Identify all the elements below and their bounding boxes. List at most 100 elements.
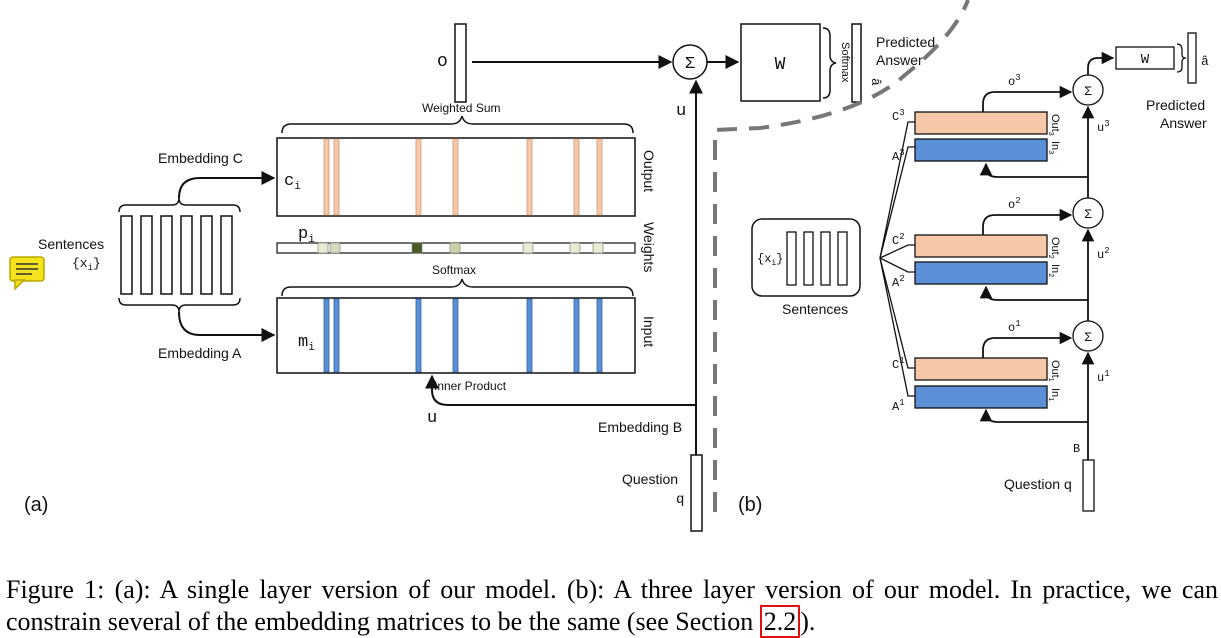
- question-label: Question: [622, 471, 678, 487]
- caption-text-end: ).: [800, 607, 816, 636]
- embedding-a-label: Embedding A: [158, 345, 242, 361]
- o-label: o: [437, 52, 448, 72]
- layer-2-out-label: Out2: [1047, 237, 1061, 259]
- layer-3-input-block: [914, 138, 1048, 162]
- caption-text: Figure 1: (a): A single layer version of…: [6, 575, 1218, 636]
- sum-symbol: Σ: [685, 55, 695, 74]
- layer-2-o-label: o2: [1008, 196, 1021, 212]
- layer-1-u-label: u1: [1097, 369, 1110, 385]
- layer-2-input-block: [914, 261, 1048, 285]
- panel-a-label: (a): [24, 494, 48, 516]
- layer-2: C2 A2 Out2 In2 o2 Σ u2: [892, 196, 1110, 290]
- input-side-label: Input: [641, 316, 657, 347]
- sentences-symbol-b: {xi}: [757, 252, 783, 268]
- sentence-vectors: [120, 215, 233, 295]
- weighted-sum-brace: [281, 115, 634, 134]
- w-label: W: [775, 55, 786, 75]
- embedding-c-label: Embedding C: [158, 150, 243, 166]
- p-i-label: pi: [298, 225, 315, 246]
- section-reference-link[interactable]: 2.2: [759, 605, 801, 638]
- output-side-label: Output: [641, 150, 657, 192]
- layer-3-out-label: Out3: [1047, 114, 1061, 136]
- sentences-fan-lines: [879, 121, 915, 397]
- panel-b-label: (b): [738, 494, 762, 516]
- b-label: B: [1073, 442, 1080, 456]
- input-memory-slots: [323, 298, 603, 373]
- panel-b: (b) {xi} Sentences C3 A3 Out3 In3: [738, 32, 1209, 516]
- layer-3-in-label: In3: [1047, 141, 1061, 154]
- layer-1-in-label: In1: [1047, 388, 1061, 401]
- output-memory-slots: [323, 138, 603, 216]
- output-softmax-brace: [822, 27, 837, 99]
- question-vector-b: [1082, 459, 1095, 512]
- layer-2-sum-symbol: Σ: [1084, 207, 1092, 222]
- sentences-label-b: Sentences: [782, 301, 848, 317]
- answer-brace-b: [1176, 43, 1187, 73]
- answer-vector-b: [1187, 32, 1197, 84]
- w-label-b: W: [1141, 52, 1150, 68]
- predicted-answer-b-1: Predicted: [1146, 97, 1205, 113]
- o-vector: [454, 23, 467, 103]
- panel-a: Sentences {xi} Embedding C Embedding A: [9, 23, 935, 532]
- layer-3-c-label: C3: [892, 108, 905, 124]
- a-hat-label-b: â: [1201, 54, 1209, 69]
- embedding-c-arrow: [178, 171, 276, 199]
- sentences-top-brace: [118, 197, 241, 213]
- layer-3-output-block: [914, 111, 1048, 135]
- sentences-label: Sentences: [38, 236, 104, 252]
- figure-caption: Figure 1: (a): A single layer version of…: [6, 574, 1218, 638]
- m-i-label: mi: [298, 333, 315, 354]
- u-flow-lines: [979, 51, 1115, 460]
- softmax-label: Softmax: [432, 263, 476, 277]
- predicted-answer-label-1: Predicted: [876, 34, 935, 50]
- weighted-sum-label: Weighted Sum: [422, 101, 501, 115]
- question-vector: [690, 454, 703, 532]
- predicted-answer-b-2: Answer: [1160, 115, 1207, 131]
- question-label-b: Question q: [1004, 476, 1072, 492]
- q-label: q: [676, 492, 684, 508]
- layer-3-sum-symbol: Σ: [1084, 84, 1092, 99]
- inner-product-label: Inner Product: [434, 379, 507, 393]
- layer-1-o-arrow: [982, 331, 1073, 358]
- layer-3-o-label: o3: [1008, 73, 1021, 89]
- panel-separator: [713, 0, 970, 512]
- layer-3-o-arrow: [982, 85, 1073, 112]
- layer-1-input-block: [914, 385, 1048, 409]
- u-label-top: u: [676, 102, 686, 121]
- w-matrix: [740, 23, 821, 102]
- weights-side-label: Weights: [641, 222, 657, 272]
- softmax-brace: [281, 278, 634, 297]
- sentences-symbol: {xi}: [72, 256, 101, 273]
- layer-2-u-label: u2: [1097, 246, 1110, 262]
- layer-2-a-label: A2: [892, 274, 905, 290]
- output-softmax-label: Softmax: [839, 42, 851, 83]
- c-i-label: ci: [284, 172, 301, 193]
- layer-2-o-arrow: [982, 208, 1073, 235]
- layer-1-sum-symbol: Σ: [1084, 330, 1092, 345]
- w-matrix-b: [1115, 46, 1175, 70]
- u-label-bottom: u: [427, 409, 437, 428]
- layer-2-c-label: C2: [892, 232, 905, 248]
- embedding-a-arrow: [178, 311, 276, 342]
- layer-2-in-label: In2: [1047, 264, 1061, 277]
- sentence-vectors-b: [786, 231, 848, 286]
- chat-bubble-icon: [9, 256, 45, 291]
- answer-vector: [851, 23, 862, 103]
- layer-1: C1 A1 Out1 In1 o1 Σ u1: [892, 319, 1110, 414]
- layer-1-o-label: o1: [1008, 319, 1021, 335]
- layer-3-a-label: A3: [892, 148, 905, 164]
- layer-1-out-label: Out1: [1047, 360, 1061, 382]
- weights-cells: [317, 242, 604, 254]
- sentences-bottom-brace: [118, 297, 241, 313]
- layer-1-a-label: A1: [892, 398, 905, 414]
- u-to-inner-product-arrow: [425, 374, 696, 406]
- layer-2-output-block: [914, 234, 1048, 258]
- layer-1-output-block: [914, 357, 1048, 381]
- layer-1-c-label: C1: [892, 356, 905, 372]
- embedding-b-label: Embedding B: [598, 419, 682, 435]
- layer-3-u-label: u3: [1097, 119, 1110, 135]
- memory-network-figure: Sentences {xi} Embedding C Embedding A: [9, 0, 1209, 532]
- layer-3: C3 A3 Out3 In3 o3 Σ u3: [892, 73, 1110, 164]
- predicted-answer-label-2: Answer: [876, 52, 923, 68]
- a-hat-label: â: [868, 78, 883, 86]
